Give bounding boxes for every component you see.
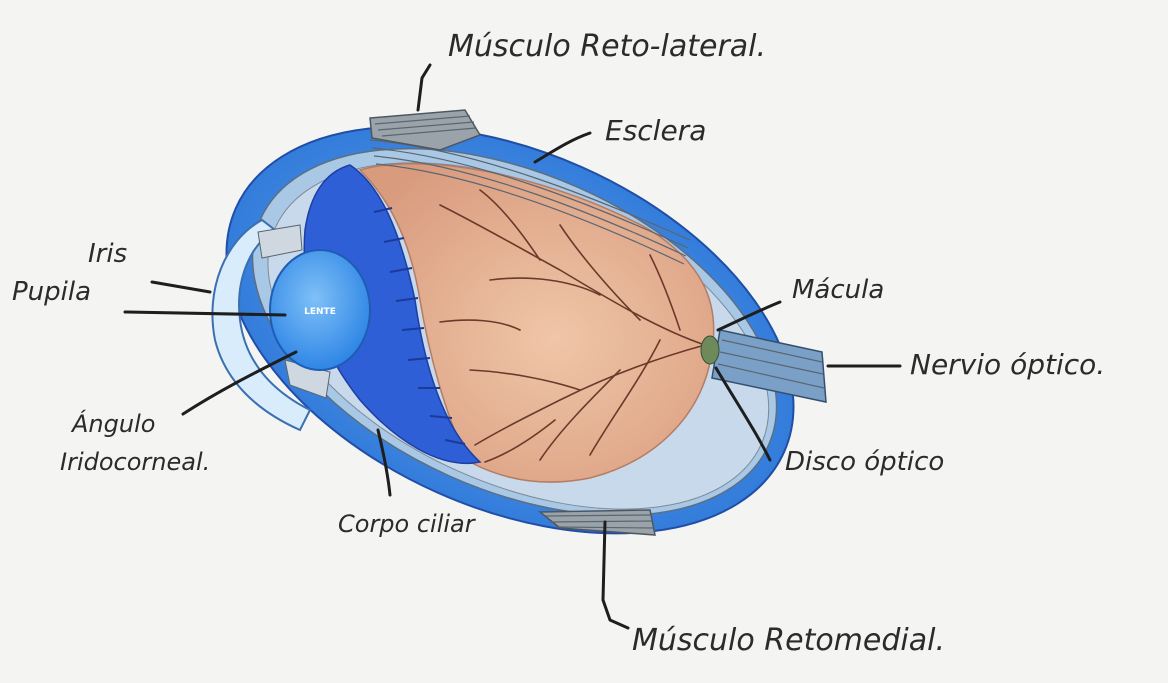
label-macula: Mácula [792,275,884,305]
label-disco-optico: Disco óptico [785,447,944,477]
label-musculo-retomedial: Músculo Retomedial. [632,623,945,658]
optic-disc [701,336,719,364]
leader-esclera [535,133,590,162]
label-angulo-line1: Ángulo [70,409,155,438]
label-corpo-ciliar: Corpo ciliar [338,510,477,538]
leader-iris [152,282,210,292]
label-esclera: Esclera [605,114,706,147]
label-iris: Iris [88,239,127,269]
label-angulo-line2: Iridocorneal. [60,448,210,476]
leader-musculo-reto-lateral [418,65,430,110]
label-musculo-reto-lateral: Músculo Reto-lateral. [448,29,766,64]
lens-label: LENTE [304,307,336,317]
label-pupila: Pupila [12,277,91,307]
leader-musculo-retomedial [603,522,628,628]
label-nervio-optico: Nervio óptico. [910,348,1105,381]
